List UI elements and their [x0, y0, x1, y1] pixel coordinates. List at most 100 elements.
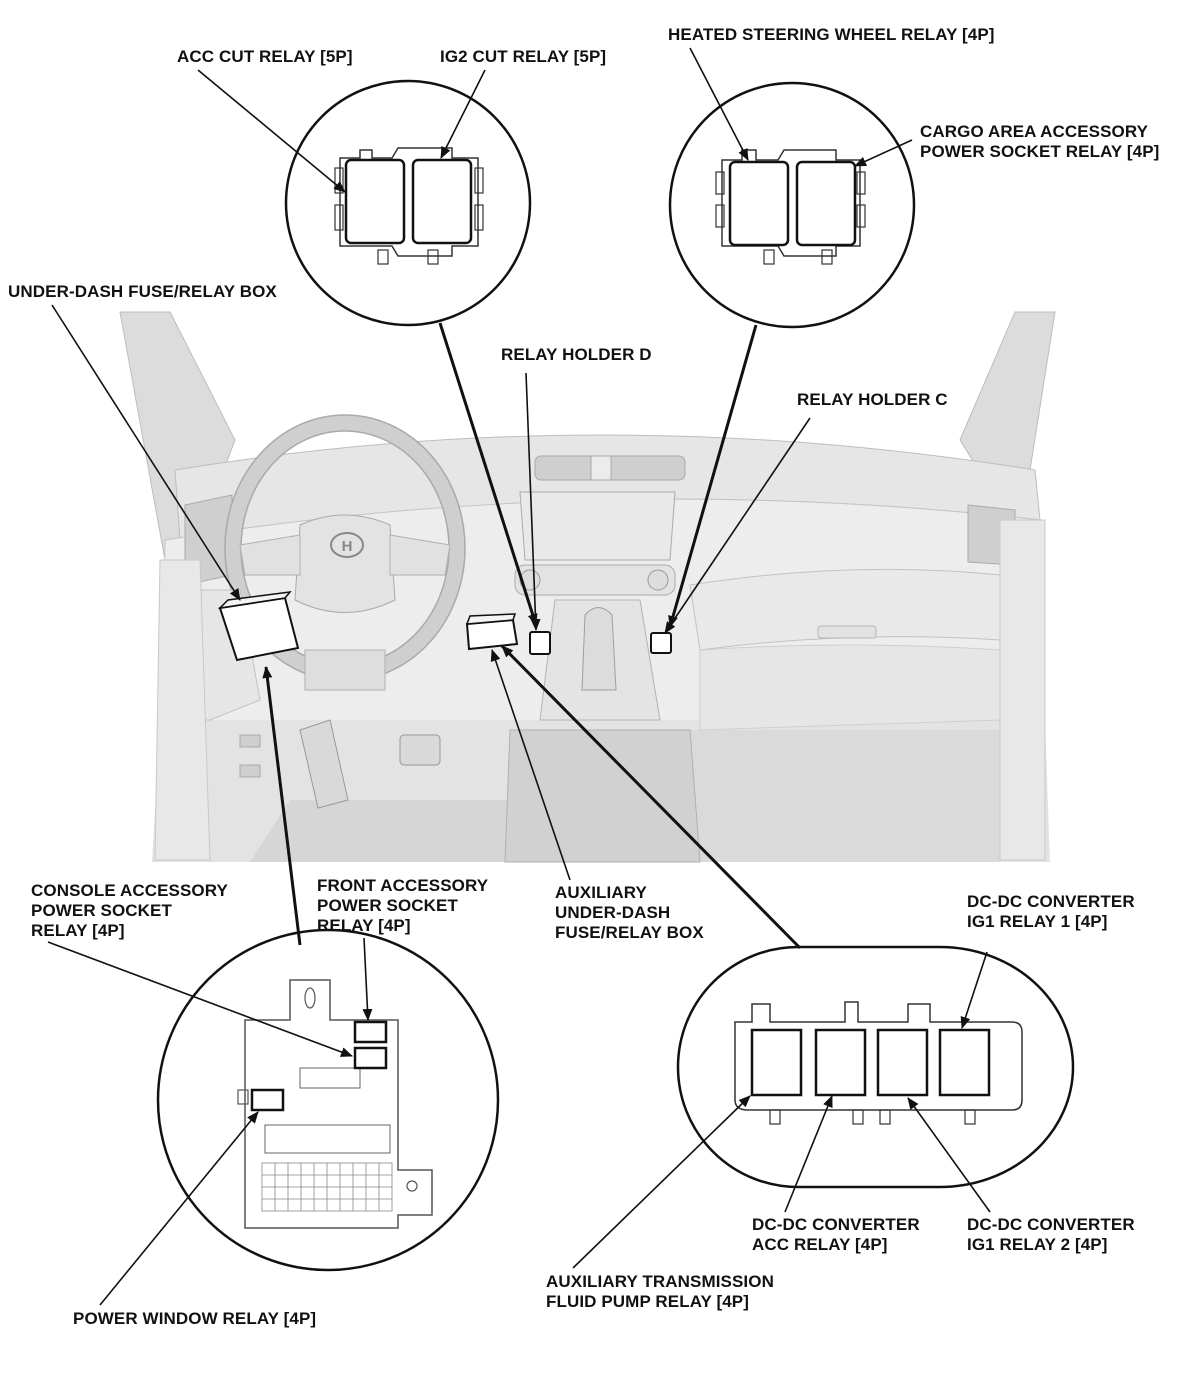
leader-relay-holder-d: [525, 372, 541, 631]
under-dash-box-detail-circle: [156, 928, 500, 1272]
label-line: ACC RELAY [4P]: [752, 1235, 888, 1254]
honda-logo-letter: H: [342, 538, 353, 555]
connector-aux-box: [500, 644, 802, 950]
leader-dcdc-ig1-relay-1: [960, 951, 988, 1029]
relay-holder-d-shape: [529, 631, 551, 655]
connector-under-dash-box: [262, 666, 302, 946]
dcdc-acc-relay-slot: [814, 1028, 867, 1097]
left-switch-1: [239, 734, 261, 748]
climate-knob-right: [647, 569, 669, 591]
label-line: POWER SOCKET: [317, 896, 458, 915]
label-aux-under-dash-box: AUXILIARY UNDER-DASH FUSE/RELAY BOX: [555, 883, 704, 943]
right-a-pillar: [959, 311, 1056, 481]
leader-aux-trans-pump: [572, 1095, 751, 1269]
label-line: IG1 RELAY 2 [4P]: [967, 1235, 1108, 1254]
ig2-cut-relay-slot: [411, 158, 473, 245]
fuse-grid: [261, 1162, 393, 1212]
label-dcdc-acc-relay: DC-DC CONVERTER ACC RELAY [4P]: [752, 1215, 920, 1255]
relay-holder-c-detail-circle: [668, 81, 916, 329]
label-line: POWER SOCKET RELAY [4P]: [920, 142, 1160, 161]
left-switch-2: [239, 764, 261, 778]
label-cargo-area-relay: CARGO AREA ACCESSORY POWER SOCKET RELAY …: [920, 122, 1159, 162]
connector-relay-holder-c: [668, 324, 758, 628]
leader-front-relay: [362, 937, 373, 1021]
label-front-accessory-relay: FRONT ACCESSORY POWER SOCKET RELAY [4P]: [317, 876, 488, 936]
leader-dcdc-ig1-relay-2: [907, 1097, 991, 1213]
label-line: IG1 RELAY 1 [4P]: [967, 912, 1108, 931]
glove-box-handle: [817, 625, 877, 639]
aux-trans-pump-relay-slot: [750, 1028, 803, 1097]
label-line: DC-DC CONVERTER: [967, 1215, 1135, 1234]
label-line: POWER SOCKET: [31, 901, 172, 920]
center-vent-slot: [590, 455, 612, 481]
dcdc-ig1-relay-2-slot: [876, 1028, 929, 1097]
center-display: [519, 491, 676, 561]
leader-relay-holder-c: [664, 417, 811, 634]
leader-aux-box: [490, 649, 571, 881]
label-line: DC-DC CONVERTER: [752, 1215, 920, 1234]
label-line: AUXILIARY: [555, 883, 647, 902]
connector-lines: [262, 322, 802, 950]
leader-dcdc-acc: [784, 1095, 833, 1213]
steering-spoke-left: [239, 534, 301, 576]
lower-dash-right: [699, 644, 1001, 731]
brake-pedal: [399, 734, 441, 766]
climate-panel: [514, 564, 676, 596]
leader-cargo-area: [854, 139, 913, 167]
floor-right: [620, 730, 1000, 862]
power-window-relay-slot: [250, 1088, 285, 1112]
label-under-dash-box: UNDER-DASH FUSE/RELAY BOX: [8, 282, 277, 301]
cargo-area-relay-slot: [795, 160, 857, 247]
label-dcdc-ig1-relay-2: DC-DC CONVERTER IG1 RELAY 2 [4P]: [967, 1215, 1135, 1255]
label-line: FRONT ACCESSORY: [317, 876, 489, 895]
dashboard-illustration: H: [119, 311, 1056, 863]
floor-dark: [250, 800, 520, 862]
label-heated-steering-wheel-relay: HEATED STEERING WHEEL RELAY [4P]: [668, 25, 995, 44]
label-console-accessory-relay: CONSOLE ACCESSORY POWER SOCKET RELAY [4P…: [31, 881, 228, 941]
accelerator-pedal: [299, 719, 349, 809]
console-accessory-relay-slot: [353, 1046, 388, 1070]
heated-steering-relay-slot: [728, 160, 790, 247]
aux-box-detail-oval: [676, 945, 1075, 1189]
leader-console-relay: [47, 941, 353, 1057]
acc-cut-relay-slot: [344, 158, 406, 245]
right-door-edge: [999, 519, 1046, 861]
label-line: DC-DC CONVERTER: [967, 892, 1135, 911]
leader-heated-steering: [689, 47, 749, 161]
connector-relay-holder-d: [438, 322, 538, 626]
label-line: FLUID PUMP RELAY [4P]: [546, 1292, 749, 1311]
label-acc-cut-relay: ACC CUT RELAY [5P]: [177, 47, 353, 66]
honda-logo: [330, 532, 364, 558]
leader-power-window: [99, 1111, 259, 1306]
front-accessory-relay-slot: [353, 1020, 388, 1044]
steering-spoke-right: [389, 534, 451, 576]
under-dash-fuse-box-shape: [217, 591, 300, 662]
dcdc-ig1-relay-1-slot: [938, 1028, 991, 1097]
label-relay-holder-c: RELAY HOLDER C: [797, 390, 948, 409]
label-power-window-relay: POWER WINDOW RELAY [4P]: [73, 1309, 317, 1328]
leader-lines: [47, 47, 991, 1306]
label-line: UNDER-DASH: [555, 903, 671, 922]
leader-acc-cut: [197, 69, 346, 193]
label-ig2-cut-relay: IG2 CUT RELAY [5P]: [440, 47, 607, 66]
label-line: RELAY [4P]: [317, 916, 411, 935]
label-dcdc-ig1-relay-1: DC-DC CONVERTER IG1 RELAY 1 [4P]: [967, 892, 1135, 932]
label-line: AUXILIARY TRANSMISSION: [546, 1272, 774, 1291]
relay-holder-d-detail-circle: [284, 79, 532, 327]
relay-holder-c-shape: [650, 632, 672, 654]
shifter: [581, 607, 617, 691]
left-door-edge: [154, 559, 211, 861]
leader-ig2-cut: [440, 69, 486, 159]
label-line: CARGO AREA ACCESSORY: [920, 122, 1149, 141]
label-relay-holder-d: RELAY HOLDER D: [501, 345, 652, 364]
steering-hub: [294, 514, 396, 613]
steering-column: [304, 649, 386, 691]
label-line: RELAY [4P]: [31, 921, 125, 940]
console-tunnel: [504, 729, 701, 863]
label-line: CONSOLE ACCESSORY: [31, 881, 228, 900]
label-aux-trans-pump-relay: AUXILIARY TRANSMISSION FLUID PUMP RELAY …: [546, 1272, 774, 1312]
label-line: FUSE/RELAY BOX: [555, 923, 704, 942]
leader-under-dash-box: [51, 304, 241, 601]
